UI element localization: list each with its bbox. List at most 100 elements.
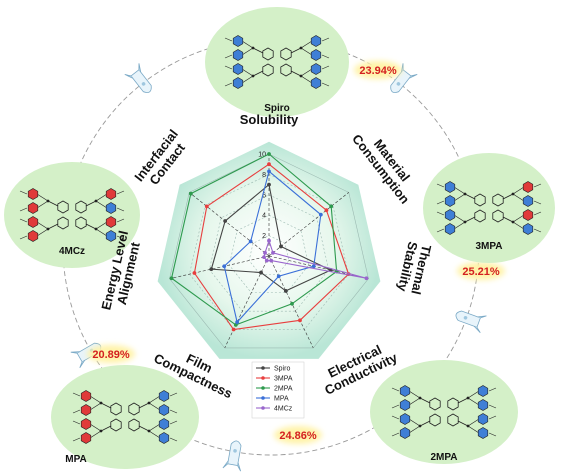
methoxy-bond — [116, 190, 125, 195]
core-ring — [492, 209, 504, 223]
radar-grid-ring — [248, 235, 290, 275]
methoxy-bond — [391, 387, 400, 392]
legend-marker — [261, 396, 265, 400]
panel-background — [423, 153, 555, 263]
legend-marker — [261, 386, 265, 390]
methoxy-bond — [391, 404, 400, 409]
aryl-unit — [399, 399, 411, 411]
nitrogen-atom — [251, 74, 255, 78]
legend-entry: MPA — [274, 396, 289, 403]
series-point-MPA — [311, 264, 316, 269]
aryl-unit — [310, 77, 322, 89]
bond — [36, 221, 49, 230]
percentage-label: 20.89% — [92, 349, 130, 361]
molecule-name: 4MCz — [59, 246, 85, 257]
aryl-unit — [105, 202, 117, 214]
core-ring — [474, 209, 486, 223]
aryl-unit — [399, 427, 411, 439]
bond — [467, 390, 480, 399]
series-point-3MPA — [192, 271, 197, 275]
methoxy-bond — [321, 54, 330, 59]
methoxy-bond — [169, 437, 178, 442]
bond — [467, 425, 480, 434]
molecule-panel: 3MPA — [423, 153, 555, 263]
bond — [148, 423, 161, 432]
bond — [453, 193, 466, 202]
aryl-unit — [310, 35, 322, 47]
methoxy-bond — [488, 415, 497, 420]
radar-grid-ring — [169, 153, 369, 349]
rocket-body — [227, 440, 242, 466]
series-point-Spiro — [209, 267, 214, 272]
series-point-Spiro — [283, 289, 288, 293]
core-ring — [128, 402, 140, 416]
aryl-unit — [232, 77, 244, 89]
methoxy-bond — [116, 235, 125, 240]
core-ring — [280, 47, 292, 61]
series-point-Spiro — [267, 182, 271, 187]
aryl-unit — [158, 404, 170, 416]
bond — [85, 200, 97, 207]
aryl-unit — [310, 63, 322, 75]
bond — [36, 228, 49, 237]
methoxy-bond — [436, 200, 445, 205]
panel-background — [51, 365, 199, 469]
panel-background — [4, 162, 140, 268]
rocket-icon — [222, 440, 242, 472]
bond — [453, 186, 466, 195]
aryl-unit — [444, 195, 456, 207]
radar-spoke — [169, 255, 270, 279]
aryl-unit — [158, 418, 170, 430]
aryl-unit — [80, 404, 92, 416]
rocket-window — [463, 315, 468, 320]
percentage-glow — [274, 426, 322, 444]
aryl-unit — [27, 188, 39, 200]
bond — [148, 402, 161, 411]
bond — [100, 402, 112, 409]
molecule-name: 3MPA — [475, 241, 502, 252]
aryl-unit — [105, 188, 117, 200]
legend-marker — [261, 366, 265, 370]
nitrogen-atom — [147, 429, 151, 433]
rocket-body — [130, 69, 152, 93]
methoxy-bond — [224, 65, 233, 70]
bond — [467, 397, 480, 406]
rocket-window — [141, 82, 146, 86]
aryl-unit — [399, 385, 411, 397]
aryl-unit — [232, 49, 244, 61]
aryl-unit — [105, 230, 117, 242]
series-point-3MPA — [324, 208, 329, 213]
percentage-glow — [354, 61, 402, 79]
nitrogen-atom — [463, 220, 467, 224]
bond — [138, 425, 150, 432]
series-point-4MCz — [269, 258, 274, 263]
aryl-unit — [444, 209, 456, 221]
bond — [512, 186, 525, 195]
series-line-2MPA — [170, 153, 338, 326]
percentage-label: 25.21% — [462, 266, 500, 278]
bond — [85, 223, 97, 230]
tick-label: 6 — [262, 192, 266, 199]
methoxy-bond — [72, 437, 81, 442]
bond — [467, 418, 480, 427]
aryl-unit — [522, 181, 534, 193]
series-point-3MPA — [267, 162, 271, 167]
core-ring — [447, 397, 459, 411]
axis-label: ThermalStability — [394, 240, 434, 297]
aryl-unit — [80, 390, 92, 402]
molecule-name: Spiro — [264, 103, 290, 114]
series-point-4MCz — [271, 250, 275, 255]
aryl-unit — [522, 223, 534, 235]
bond — [89, 430, 102, 439]
bond — [89, 423, 102, 432]
methoxy-bond — [19, 235, 28, 240]
molecule-name: 2MPA — [430, 452, 457, 463]
aryl-unit — [158, 432, 170, 444]
bond — [89, 395, 102, 404]
bond — [419, 420, 431, 427]
core-ring — [280, 63, 292, 77]
molecule-panel: Spiro — [205, 7, 349, 117]
bond — [95, 193, 108, 202]
